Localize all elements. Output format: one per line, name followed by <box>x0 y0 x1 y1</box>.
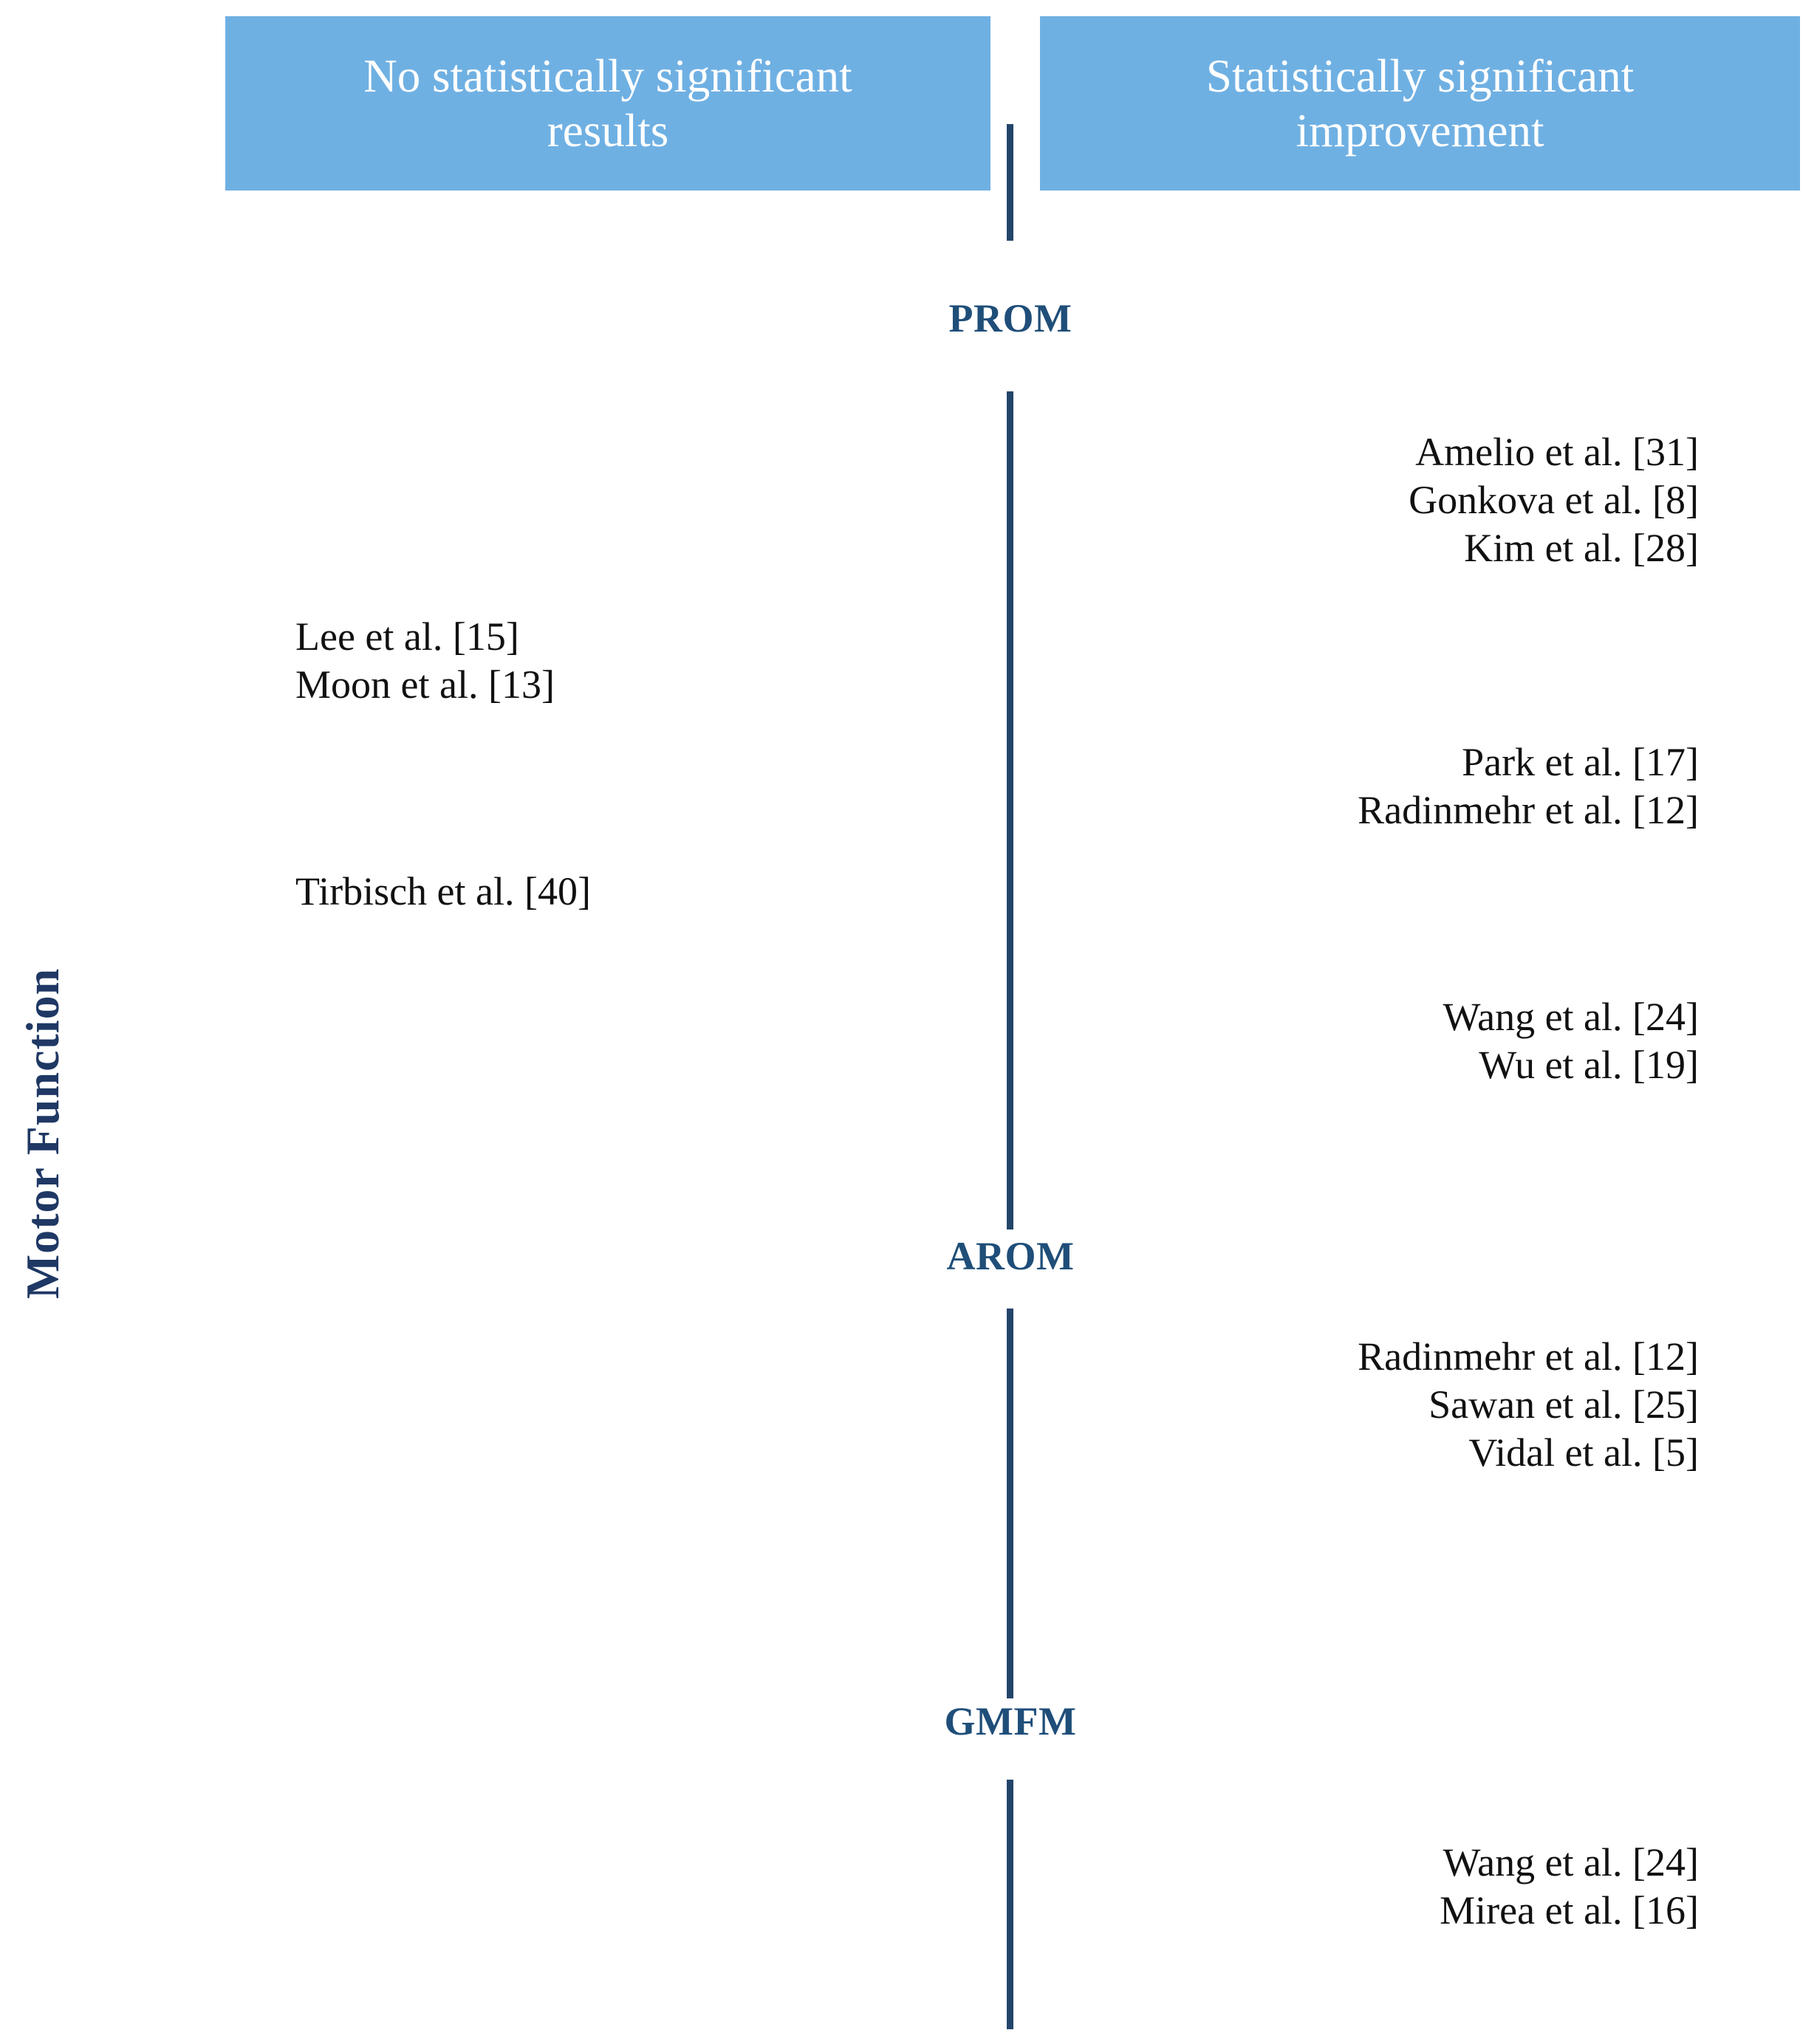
citation-item: Moon et al. [13] <box>295 662 555 707</box>
citation-group-arom-significant: Radinmehr et al. [12] Sawan et al. [25] … <box>1358 1333 1699 1476</box>
citation-item: Wang et al. [24] <box>1443 1840 1699 1884</box>
citation-item: Amelio et al. [31] <box>1415 430 1699 474</box>
citation-group-prom-not-significant-a: Lee et al. [15] Moon et al. [13] <box>295 613 555 709</box>
citation-item: Kim et al. [28] <box>1464 525 1699 570</box>
citation-group-prom-significant-b: Park et al. [17] Radinmehr et al. [12] <box>1358 738 1699 834</box>
citation-item: Sawan et al. [25] <box>1428 1382 1699 1427</box>
column-header-no-significant: No statistically significant results <box>225 16 990 191</box>
citation-group-prom-significant-c: Wang et al. [24] Wu et al. [19] <box>1443 993 1699 1089</box>
citation-item: Mirea et al. [16] <box>1440 1887 1699 1932</box>
column-header-significant-improvement-line2: improvement <box>1296 105 1544 157</box>
citation-group-gmfm-significant: Wang et al. [24] Mirea et al. [16] <box>1440 1839 1699 1935</box>
spine-segment-prom <box>1007 391 1013 1230</box>
axis-title-motor-function: Motor Function <box>16 967 69 1300</box>
citation-item: Radinmehr et al. [12] <box>1358 1334 1699 1379</box>
spine-segment-gmfm <box>1007 1780 1013 2029</box>
column-header-no-significant-line2: results <box>547 105 669 157</box>
column-header-no-significant-line1: No statistically significant <box>363 49 852 102</box>
column-header-significant-improvement-line1: Statistically significant <box>1205 49 1635 102</box>
citation-group-prom-significant-a: Amelio et al. [31] Gonkova et al. [8] Ki… <box>1409 428 1699 572</box>
citation-item: Wu et al. [19] <box>1479 1042 1699 1087</box>
section-label-gmfm: GMFM <box>934 1698 1087 1744</box>
column-header-significant-improvement: Statistically significant improvement <box>1040 16 1800 191</box>
citation-item: Lee et al. [15] <box>295 614 519 659</box>
citation-item: Gonkova et al. [8] <box>1409 477 1699 522</box>
citation-item: Vidal et al. [5] <box>1468 1430 1699 1475</box>
citation-item: Tirbisch et al. [40] <box>295 869 591 913</box>
section-label-arom: AROM <box>936 1233 1085 1279</box>
citation-item: Park et al. [17] <box>1462 740 1699 784</box>
citation-group-prom-not-significant-b: Tirbisch et al. [40] <box>295 868 591 916</box>
spine-segment-arom <box>1007 1309 1013 1700</box>
section-label-prom: PROM <box>938 295 1083 341</box>
citation-item: Wang et al. [24] <box>1443 995 1699 1039</box>
citation-item: Radinmehr et al. [12] <box>1358 787 1699 832</box>
spine-segment-top <box>1007 124 1013 241</box>
